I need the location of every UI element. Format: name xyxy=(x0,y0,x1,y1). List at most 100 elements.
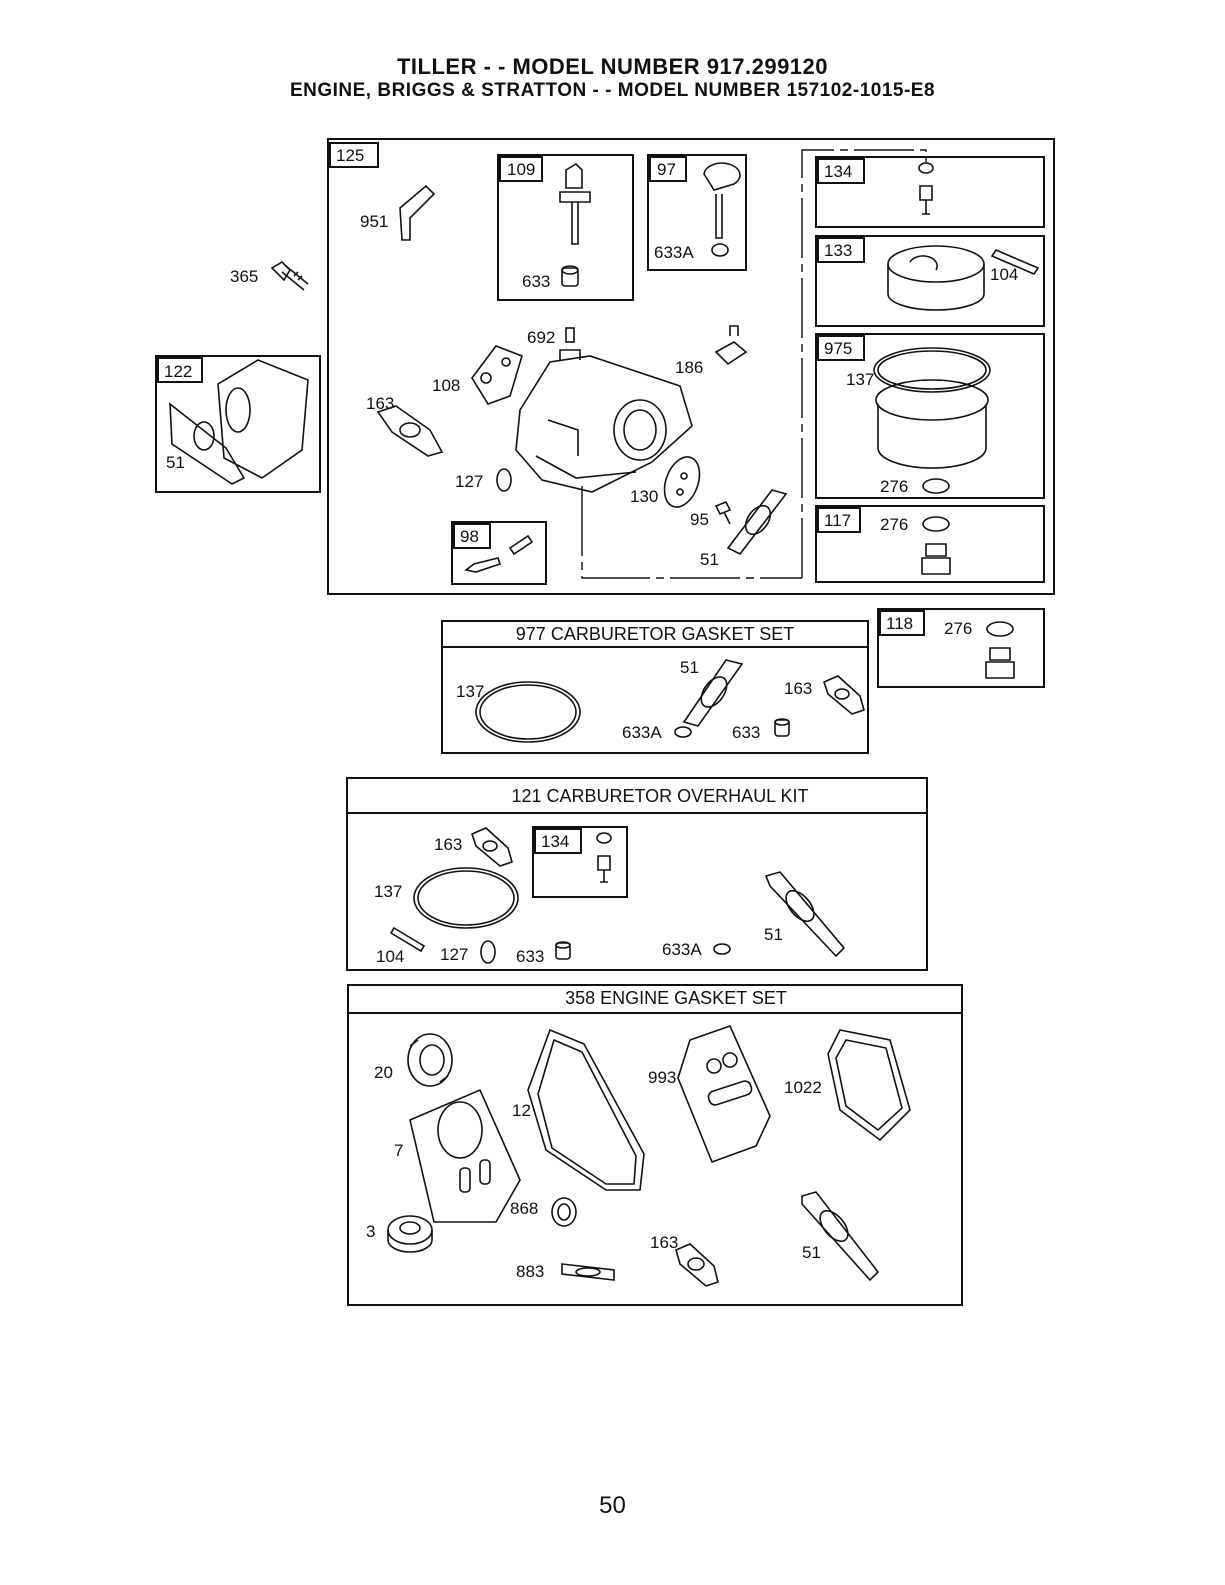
float-bowl-975-part xyxy=(873,347,991,469)
tag-975: 975 xyxy=(824,339,852,358)
subbox-97 xyxy=(647,154,747,271)
label-163: 163 xyxy=(366,394,394,413)
label-121-633a: 633A xyxy=(662,940,702,959)
label-358-51: 51 xyxy=(802,1243,821,1262)
seal-977-633a-part xyxy=(674,726,692,738)
label-121-104: 104 xyxy=(376,947,404,966)
box-tag-97 xyxy=(649,156,687,182)
seal-121-633a-part xyxy=(713,943,731,955)
label-633a: 633A xyxy=(654,243,694,262)
tag-125: 125 xyxy=(336,146,364,165)
label-127: 127 xyxy=(455,472,483,491)
box-tag-98 xyxy=(453,523,491,549)
seal-633a-part xyxy=(711,243,729,257)
tag-109: 109 xyxy=(507,160,535,179)
page-number: 50 xyxy=(599,1492,626,1519)
gasket-977-163-part xyxy=(823,675,865,715)
label-108: 108 xyxy=(432,376,460,395)
box-122 xyxy=(155,355,321,493)
gasket-121-51-part xyxy=(764,871,846,958)
box-tag-122 xyxy=(157,357,203,383)
fitting-186-part xyxy=(714,325,748,366)
gasket-358-163-part xyxy=(675,1243,719,1287)
plug-127-part xyxy=(496,468,512,492)
label-977-633a: 633A xyxy=(622,723,662,742)
label-358-7: 7 xyxy=(394,1141,403,1160)
oil-seal-3-part xyxy=(387,1215,433,1253)
label-977-633: 633 xyxy=(732,723,760,742)
washer-276b-part xyxy=(922,516,950,532)
label-122-51: 51 xyxy=(166,453,185,472)
screw-95-part xyxy=(714,500,732,525)
page-title: TILLER - - MODEL NUMBER 917.299120 xyxy=(396,54,829,79)
label-358-883: 883 xyxy=(516,1262,544,1281)
box-tag-134 xyxy=(817,158,865,184)
label-358-868: 868 xyxy=(510,1199,538,1218)
leader-line-column xyxy=(801,149,927,578)
box-tag-975 xyxy=(817,335,865,361)
carburetor-body-part xyxy=(515,349,693,493)
gasket-set-977-box xyxy=(441,620,869,754)
label-121-163: 163 xyxy=(434,835,462,854)
gasket-358-51-part xyxy=(801,1191,880,1282)
tag-133: 133 xyxy=(824,241,852,260)
box-tag-121-134 xyxy=(534,828,582,854)
box-tag-109 xyxy=(499,156,543,182)
bowl-nut-117-part xyxy=(921,543,951,575)
label-358-993: 993 xyxy=(648,1068,676,1087)
plate-108-part xyxy=(471,345,523,405)
washer-276a-part xyxy=(922,478,950,494)
label-186: 186 xyxy=(675,358,703,377)
box-tag-117 xyxy=(817,507,861,533)
overhaul-kit-121-box xyxy=(346,777,928,971)
overhaul-kit-121-title: 121 CARBURETOR OVERHAUL KIT xyxy=(511,786,808,806)
box-121-134 xyxy=(532,826,628,898)
tag-122: 122 xyxy=(164,362,192,381)
tag-97: 97 xyxy=(657,160,676,179)
throttle-shaft-109-part xyxy=(559,162,591,245)
label-633: 633 xyxy=(522,272,550,291)
label-137: 137 xyxy=(846,370,874,389)
washer-118-276-part xyxy=(986,621,1014,637)
bowl-nut-118-part xyxy=(985,647,1015,679)
box-134 xyxy=(815,156,1045,228)
tag-121-134: 134 xyxy=(541,832,569,851)
label-121-127: 127 xyxy=(440,945,468,964)
box-118 xyxy=(877,608,1045,688)
label-977-137: 137 xyxy=(456,682,484,701)
tag-117: 117 xyxy=(824,511,851,530)
seal-868-part xyxy=(551,1197,577,1227)
box-tag-133 xyxy=(817,237,865,263)
label-358-1022: 1022 xyxy=(784,1078,822,1097)
tag-134: 134 xyxy=(824,162,852,181)
label-977-51: 51 xyxy=(680,658,699,677)
intake-manifold-122-part xyxy=(169,359,309,485)
label-51: 51 xyxy=(700,550,719,569)
lever-951-part xyxy=(399,184,436,241)
bushing-121-633-part xyxy=(555,941,571,960)
crankcase-gasket-12-part xyxy=(527,1028,645,1191)
tag-98: 98 xyxy=(460,527,479,546)
tag-118: 118 xyxy=(886,614,913,633)
oring-121-137-part xyxy=(413,867,519,929)
label-121-633: 633 xyxy=(516,947,544,966)
box-tag-125 xyxy=(329,142,379,168)
leader-line-bowl xyxy=(581,486,802,579)
label-358-20: 20 xyxy=(374,1063,393,1082)
box-133 xyxy=(815,235,1045,327)
box-tag-118 xyxy=(879,610,925,636)
subbox-109 xyxy=(497,154,634,301)
needle-seat-134-part xyxy=(918,162,934,215)
screw-365-part xyxy=(270,260,309,291)
label-118-276: 276 xyxy=(944,619,972,638)
bushing-633-part xyxy=(561,265,579,287)
pin-104-part xyxy=(990,249,1040,275)
float-133-part xyxy=(887,245,985,311)
valve-cover-gasket-993-part xyxy=(677,1025,771,1164)
box-117 xyxy=(815,505,1045,583)
label-692: 692 xyxy=(527,328,555,347)
page-subtitle: ENGINE, BRIGGS & STRATTON - - MODEL NUMB… xyxy=(289,80,936,101)
pin-121-104-part xyxy=(389,926,426,953)
plug-121-127-part xyxy=(480,940,496,964)
